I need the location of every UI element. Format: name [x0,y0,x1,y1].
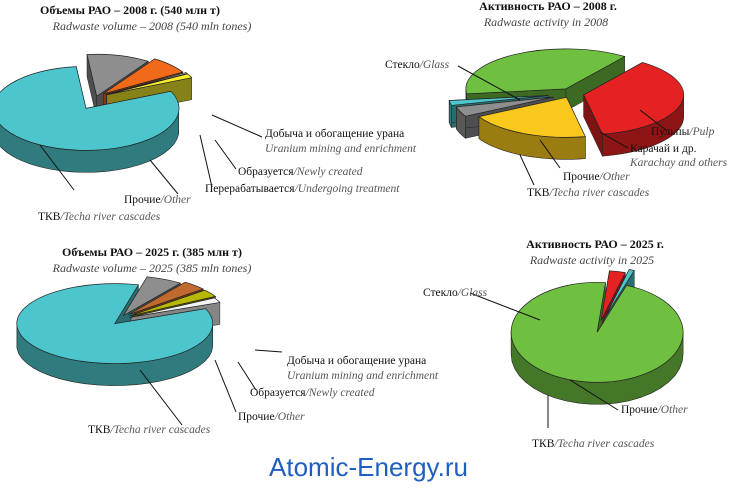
leader-line [469,292,541,321]
leader-line [237,361,257,391]
chart-title: Объемы РАО – 2008 г. (540 млн т) [40,3,220,17]
chart-subtitle: Radwaste volume – 2008 (540 mln tones) [52,19,252,33]
leader-line [569,379,619,411]
slice-label: Добыча и обогащение урана [287,355,426,367]
leader-line [149,159,179,195]
leader-line [139,369,183,426]
watermark-logo: Atomic-Energy.ru [269,452,468,482]
chart-title: Объемы РАО – 2025 г. (385 млн т) [62,245,242,259]
leader-line [539,139,561,169]
pie-slice [600,270,626,321]
slice-label: Прочие/Other [621,404,688,416]
pie-slice [510,281,684,383]
pie-slice [448,95,549,106]
leader-line [199,134,213,188]
pie-slice [128,297,221,318]
chart-title: Активность РАО – 2008 г. [479,0,617,13]
leader-line [254,349,283,353]
slice-label: Прочие/Other [563,171,630,183]
slice-label-en: Karachay and others [629,157,728,169]
pie-slice [129,289,217,317]
slice-label-en: Uranium mining and enrichment [287,370,439,382]
pie-slice [16,283,214,364]
leader-line [457,65,521,101]
slice-label: Пульпы/Pulp [651,126,715,138]
slice-label: Прочие/Other [238,411,305,423]
pie-chart-1: Объемы РАО – 2008 г. (540 млн т) Radwaste… [0,3,417,223]
slice-label: ТКВ/Techa river cascades [527,187,650,199]
slice-label-en: Uranium mining and enrichment [265,143,417,155]
pie-slice [478,96,586,138]
leader-line [519,154,535,186]
pie-slice [106,72,188,95]
slice-label: Перерабатывается/Undergoing treatment [205,183,400,195]
chart-title: Активность РАО – 2025 г. [526,237,664,251]
slice-label: ТКВ/Techa river cascades [38,211,161,223]
pie-slice [106,73,193,96]
pie-slice [604,269,635,318]
leader-line [599,131,629,149]
slice-label: Стекло/Glass [423,287,488,299]
pie-slice [127,281,205,316]
chart-subtitle: Radwaste activity in 2008 [483,15,608,29]
pie-slice [583,62,684,135]
slice-label: Образуется/Newly created [250,387,375,399]
pie-slice [465,48,626,95]
pie-slice [0,66,180,151]
pie-slice [455,96,554,117]
slice-label: ТКВ/Techa river cascades [532,438,655,450]
pie-chart-4: Активность РАО – 2025 г. Radwaste activit… [423,237,688,450]
slice-label: Образуется/Newly created [238,166,363,178]
leader-line [39,144,75,191]
slice-label: Карачай и др. [630,143,697,155]
slice-label: Прочие/Other [124,194,191,206]
chart-subtitle: Radwaste activity in 2025 [529,253,654,267]
slice-label: Добыча и обогащение урана [265,128,404,140]
leader-line [214,139,237,170]
slice-label: Стекло/Glass [385,59,450,71]
pie-chart-2: Активность РАО – 2008 г. Radwaste activit… [385,0,728,199]
pie-slice [86,53,149,97]
leader-line [211,114,263,138]
pie-slice [123,276,182,316]
pie-slice [103,58,184,95]
slice-label: ТКВ/Techa river cascades [88,424,211,436]
pie-chart-3: Объемы РАО – 2025 г. (385 млн т) Radwaste… [16,245,439,436]
leader-line [214,359,237,413]
chart-subtitle: Radwaste volume – 2025 (385 mln tones) [52,261,252,275]
leader-line [639,109,667,131]
